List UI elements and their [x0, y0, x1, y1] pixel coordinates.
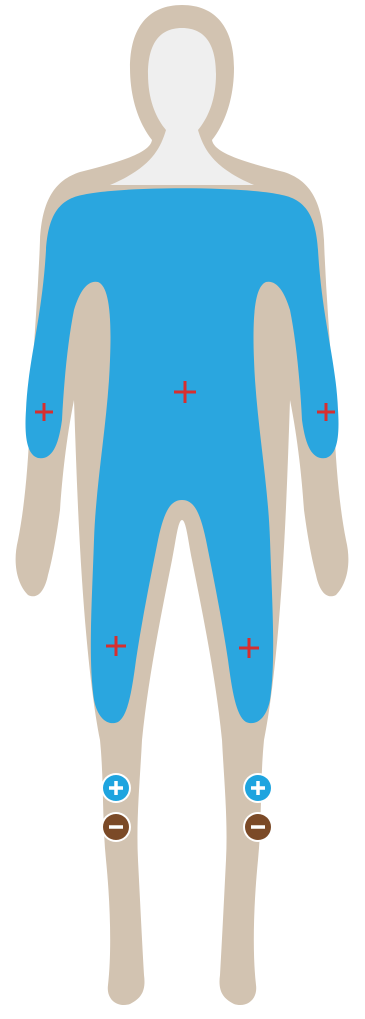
right-calf-negative-icon: [243, 812, 273, 842]
left-calf-negative-icon: [101, 812, 131, 842]
blue-suit: [26, 188, 339, 723]
right-calf-positive-icon: [243, 773, 273, 803]
skin-silhouette: [16, 5, 349, 1005]
left-calf-positive-icon: [101, 773, 131, 803]
